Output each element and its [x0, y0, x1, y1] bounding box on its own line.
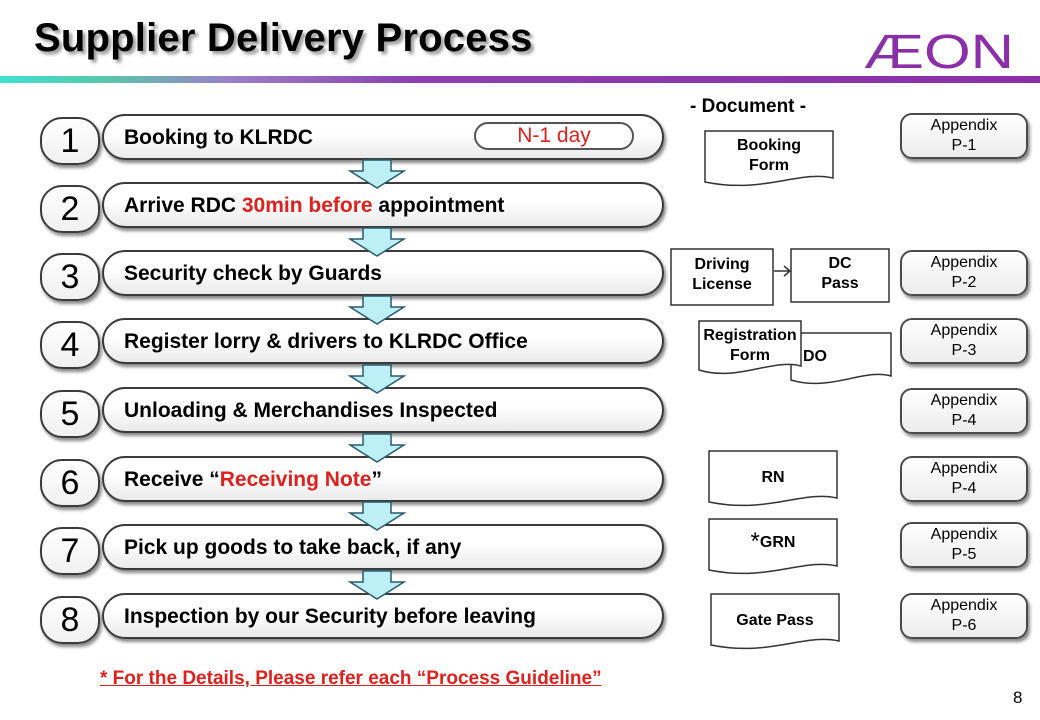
appendix-title: Appendix	[930, 117, 998, 134]
step-6-label-post: ”	[371, 468, 382, 491]
footnote: * For the Details, Please refer each “Pr…	[100, 668, 602, 689]
appendix-title: Appendix	[930, 460, 998, 477]
grn-asterisk: *	[750, 528, 760, 555]
grn-label: GRN	[759, 534, 796, 551]
step-6-label-highlight: Receiving Note	[219, 468, 372, 491]
appendix-p3: Appendix P-3	[900, 318, 1028, 364]
registration-form-document: Registration Form	[698, 320, 802, 376]
do-label: DO	[803, 348, 827, 365]
appendix-page: P-3	[951, 342, 977, 359]
do-document: DO	[790, 332, 892, 386]
step-6-label: Receive “Receiving Note”	[124, 458, 382, 501]
step-7-label: Pick up goods to take back, if any	[124, 536, 462, 559]
step-number-6: 6	[40, 459, 100, 507]
page-number: 8	[1013, 688, 1023, 707]
booking-form-document: Booking Form	[704, 130, 834, 188]
appendix-title: Appendix	[930, 254, 998, 271]
step-2-label-pre: Arrive RDC	[124, 194, 242, 217]
dc-pass-line1: DC	[828, 255, 852, 272]
aeon-logo: ÆON	[864, 28, 1014, 74]
dc-pass-line2: Pass	[821, 275, 859, 292]
appendix-title: Appendix	[930, 526, 998, 543]
step-number-2: 2	[40, 185, 100, 233]
step-number-8: 8	[40, 596, 100, 644]
step-8-bar: Inspection by our Security before leavin…	[102, 593, 664, 639]
down-arrow-icon	[348, 433, 406, 463]
step-number-5: 5	[40, 390, 100, 438]
step-8-label: Inspection by our Security before leavin…	[124, 605, 536, 628]
rn-document: RN	[708, 450, 838, 508]
down-arrow-icon	[348, 227, 406, 257]
down-arrow-icon	[348, 501, 406, 531]
gate-pass-label: Gate Pass	[736, 612, 814, 629]
appendix-page: P-1	[951, 137, 977, 154]
page-title: Supplier Delivery Process	[34, 16, 533, 60]
rn-label: RN	[761, 469, 785, 486]
grn-document: *GRN	[708, 518, 838, 576]
step-number-3: 3	[40, 253, 100, 301]
driving-license-document: Driving License	[670, 248, 774, 306]
title-underline	[0, 76, 1040, 83]
step-2-label-post: appointment	[372, 194, 505, 217]
step-1-bar: Booking to KLRDC N-1 day	[102, 114, 664, 160]
logo-text: ÆON	[864, 28, 1014, 74]
down-arrow-icon	[348, 295, 406, 325]
appendix-p4: Appendix P-4	[900, 456, 1028, 502]
appendix-title: Appendix	[930, 597, 998, 614]
step-6-label-pre: Receive “	[124, 468, 220, 491]
step-4-label: Register lorry & drivers to KLRDC Office	[124, 330, 528, 353]
appendix-p4: Appendix P-4	[900, 388, 1028, 434]
driving-license-line1: Driving	[694, 256, 750, 273]
appendix-title: Appendix	[930, 322, 998, 339]
appendix-page: P-2	[951, 274, 977, 291]
registration-form-line1: Registration	[703, 327, 797, 344]
booking-form-line2: Form	[749, 157, 789, 174]
n-1-day-badge: N-1 day	[474, 122, 634, 150]
step-7-bar: Pick up goods to take back, if any	[102, 524, 664, 570]
appendix-p5: Appendix P-5	[900, 522, 1028, 568]
step-number-4: 4	[40, 321, 100, 369]
step-4-bar: Register lorry & drivers to KLRDC Office	[102, 318, 664, 364]
down-arrow-icon	[348, 159, 406, 189]
step-number-7: 7	[40, 527, 100, 575]
appendix-p2: Appendix P-2	[900, 250, 1028, 296]
dc-pass-document: DC Pass	[790, 248, 890, 303]
step-1-label: Booking to KLRDC	[124, 126, 313, 149]
appendix-p6: Appendix P-6	[900, 593, 1028, 639]
appendix-page: P-5	[951, 546, 977, 563]
appendix-page: P-4	[951, 412, 977, 429]
driving-license-line2: License	[692, 276, 752, 293]
appendix-p1: Appendix P-1	[900, 113, 1028, 159]
appendix-page: P-4	[951, 480, 977, 497]
step-5-label: Unloading & Merchandises Inspected	[124, 399, 498, 422]
registration-form-line2: Form	[730, 347, 770, 364]
step-2-label: Arrive RDC 30min before appointment	[124, 184, 504, 227]
document-header: - Document -	[690, 96, 807, 117]
step-2-label-highlight: 30min before	[241, 194, 373, 217]
appendix-page: P-6	[951, 617, 977, 634]
arrow-right-icon	[774, 265, 792, 277]
step-2-bar: Arrive RDC 30min before appointment	[102, 182, 664, 228]
booking-form-line1: Booking	[737, 137, 801, 154]
appendix-title: Appendix	[930, 392, 998, 409]
step-number-1: 1	[40, 117, 100, 165]
step-3-label: Security check by Guards	[124, 262, 382, 285]
gate-pass-document: Gate Pass	[710, 593, 840, 651]
down-arrow-icon	[348, 364, 406, 394]
down-arrow-icon	[348, 570, 406, 600]
